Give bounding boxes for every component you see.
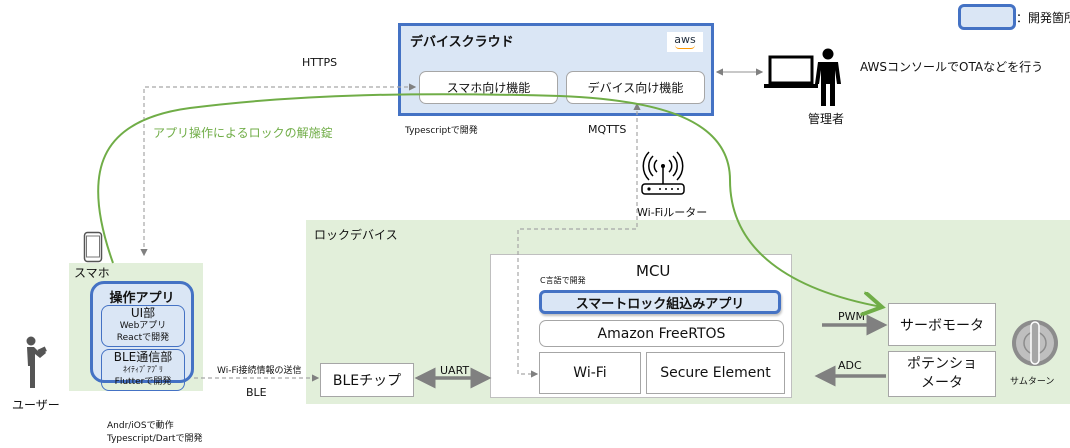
- smartphone-icon: [83, 231, 103, 263]
- cloud-dev-note: Typescriptで開発: [405, 126, 478, 136]
- secure-element-box: Secure Element: [646, 352, 785, 394]
- pwm-label: PWM: [838, 310, 866, 323]
- potentiometer-label-line1: ポテンショ: [907, 356, 977, 372]
- lock-flow-label: アプリ操作によるロックの解施錠: [153, 126, 333, 140]
- legend-label: ：開発箇所: [1016, 11, 1070, 25]
- freertos-box: Amazon FreeRTOS: [539, 320, 784, 347]
- ui-module-line1: Webアプリ: [119, 321, 167, 331]
- potentiometer-label-line2: メータ: [921, 375, 963, 391]
- smartphone-function-box: スマホ向け機能: [419, 71, 558, 104]
- smartphone-label: スマホ: [74, 266, 110, 280]
- device-function-label: デバイス向け機能: [587, 81, 684, 95]
- embedded-app-box: スマートロック組込みアプリ: [539, 290, 781, 314]
- servo-motor-box: サーボモータ: [888, 303, 996, 346]
- https-label: HTTPS: [302, 56, 338, 69]
- device-cloud-title: デバイスクラウド: [410, 35, 514, 50]
- legend-swatch: [958, 4, 1016, 30]
- device-cloud: デバイスクラウド aws スマホ向け機能 デバイス向け機能: [398, 23, 714, 116]
- ble-chip-box: BLEチップ: [320, 363, 414, 397]
- aws-smile-icon: [675, 45, 695, 49]
- laptop-icon: [764, 55, 818, 88]
- ble-module-line2: Flutterで開発: [114, 377, 172, 387]
- user-person-icon: [26, 336, 47, 388]
- admin-person-icon: [815, 48, 841, 106]
- aws-logo: aws: [667, 32, 703, 52]
- smartphone-note-line2: Typescript/Dartで開発: [107, 434, 203, 444]
- mcu-wifi-label: Wi-Fi: [573, 365, 607, 381]
- mcu-wifi-box: Wi-Fi: [539, 352, 641, 394]
- wifi-router-icon: [641, 151, 685, 195]
- servo-motor-label: サーボモータ: [900, 317, 984, 334]
- ble-note-label: Wi-Fi接続情報の送信: [217, 366, 302, 376]
- ui-module-line2: Reactで開発: [116, 333, 170, 343]
- smartphone-note-line1: Andr/iOSで動作: [107, 421, 174, 431]
- mcu-dev-note: C言語で開発: [540, 276, 586, 285]
- admin-label: 管理者: [808, 112, 845, 126]
- aws-logo-text: aws: [674, 33, 696, 46]
- ble-module: BLE通信部 ﾈｲﾃｨﾌﾞｱﾌﾟﾘ Flutterで開発: [101, 349, 185, 391]
- user-label: ユーザー: [12, 398, 60, 412]
- secure-element-label: Secure Element: [660, 365, 771, 381]
- thumbturn-icon: [1012, 320, 1058, 366]
- operation-app: 操作アプリ UI部 Webアプリ Reactで開発 BLE通信部 ﾈｲﾃｨﾌﾞｱ…: [90, 281, 194, 391]
- lock-device-label: ロックデバイス: [314, 228, 398, 242]
- freertos-label: Amazon FreeRTOS: [597, 325, 726, 342]
- ui-module-title: UI部: [130, 306, 156, 320]
- mqtts-label: MQTTS: [588, 123, 627, 136]
- uart-label: UART: [440, 364, 470, 377]
- embedded-app-label: スマートロック組込みアプリ: [575, 296, 745, 312]
- smartphone-function-label: スマホ向け機能: [446, 81, 531, 95]
- ble-module-line1: ﾈｲﾃｨﾌﾞｱﾌﾟﾘ: [123, 365, 163, 374]
- router-label: Wi-Fiルーター: [637, 206, 708, 219]
- thumbturn-label: サムターン: [1010, 377, 1055, 387]
- ui-module: UI部 Webアプリ Reactで開発: [101, 305, 185, 347]
- ble-module-title: BLE通信部: [113, 350, 173, 364]
- admin-note: AWSコンソールでOTAなどを行う: [860, 60, 1044, 74]
- potentiometer-box: ポテンショ メータ: [888, 351, 996, 397]
- operation-app-title: 操作アプリ: [109, 291, 175, 306]
- device-function-box: デバイス向け機能: [566, 71, 705, 104]
- ble-label: BLE: [246, 386, 267, 399]
- mcu-title: MCU: [636, 262, 671, 280]
- adc-label: ADC: [838, 359, 862, 372]
- ble-chip-label: BLEチップ: [332, 373, 402, 389]
